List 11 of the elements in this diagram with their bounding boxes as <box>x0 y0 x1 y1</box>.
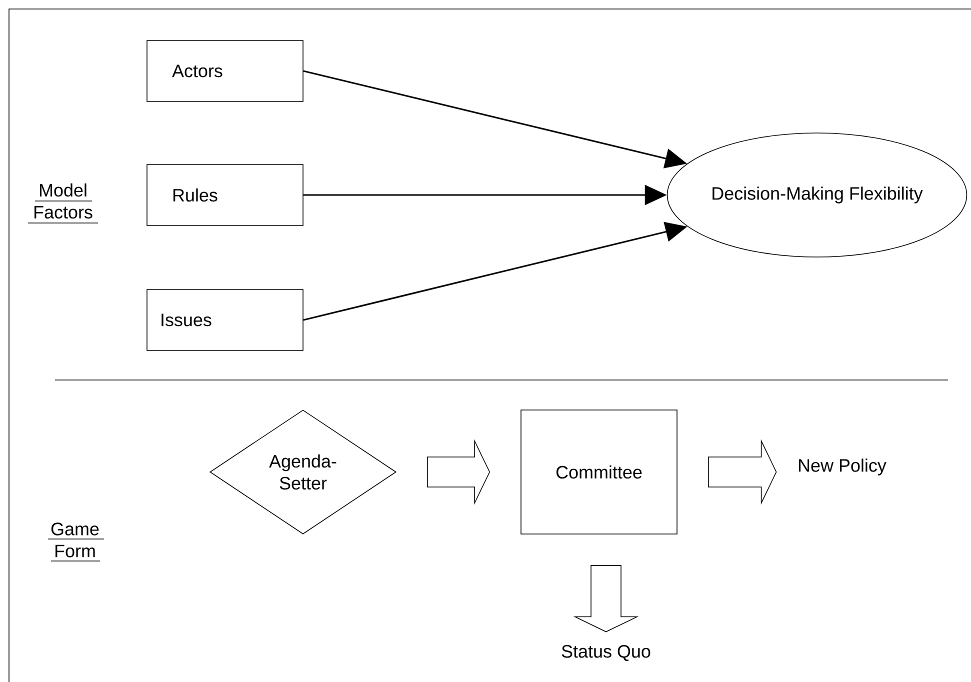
committee-box: Committee <box>520 410 678 534</box>
factor-box: Rules <box>146 164 304 226</box>
section-label: Game Form <box>48 522 104 562</box>
factor-box: Issues <box>146 289 304 351</box>
block-arrow <box>427 439 490 505</box>
factor-box: Actors <box>146 40 304 102</box>
outcome-text: New Policy <box>799 458 886 476</box>
section-label: Model Factors <box>28 183 98 224</box>
block-arrow <box>573 565 639 632</box>
block-arrow <box>708 439 777 505</box>
outcome-text: Status Quo <box>562 645 650 661</box>
